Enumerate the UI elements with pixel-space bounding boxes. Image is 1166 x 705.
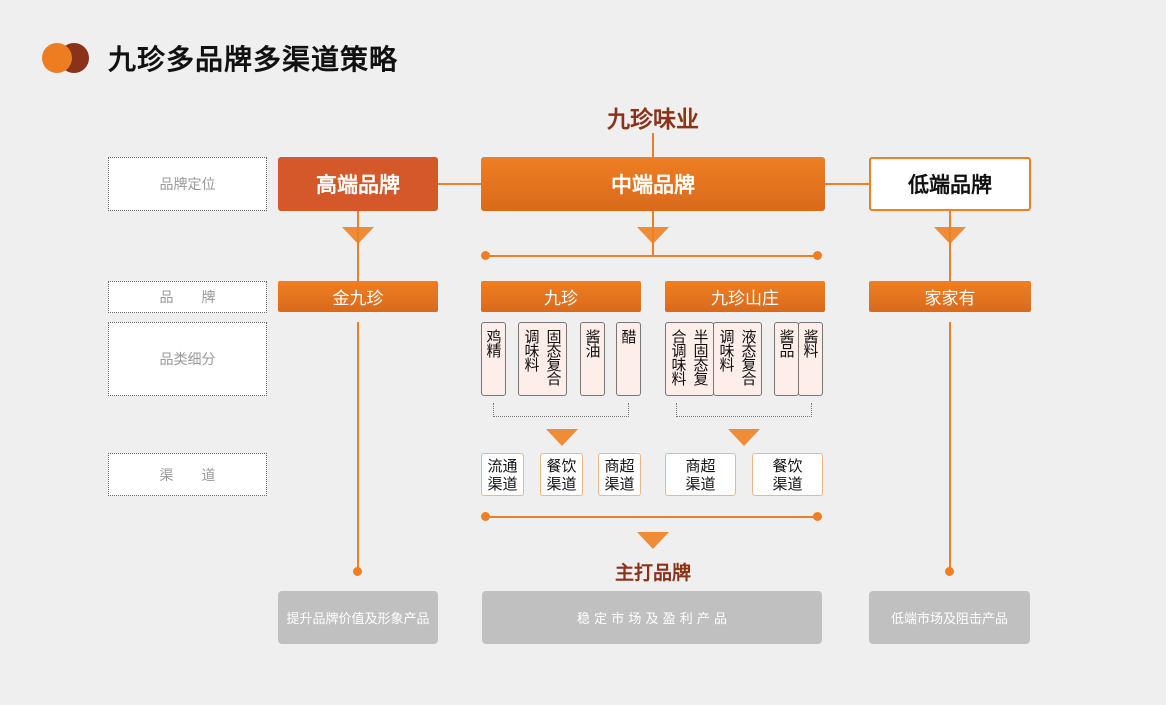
brand-jinjiuzhen: 金九珍 bbox=[278, 281, 438, 312]
connector-dot bbox=[813, 512, 822, 521]
down-arrow-icon bbox=[546, 429, 578, 446]
category-text: 酱品 bbox=[777, 329, 796, 357]
category-text: 合调味料 bbox=[669, 329, 688, 385]
connector-line bbox=[949, 211, 951, 281]
row-label-channel: 渠 道 bbox=[108, 453, 267, 496]
page-title: 九珍多品牌多渠道策略 bbox=[108, 43, 399, 76]
logo-circle-orange-icon bbox=[42, 43, 72, 73]
row-label-category: 品类细分 bbox=[108, 322, 267, 396]
goal-mid: 稳 定 市 场 及 盈 利 产 品 bbox=[482, 591, 822, 644]
down-arrow-icon bbox=[728, 429, 760, 446]
connector-line bbox=[438, 183, 481, 185]
connector-line bbox=[486, 255, 818, 257]
channel-item: 餐饮渠道 bbox=[752, 453, 823, 496]
down-arrow-icon bbox=[637, 532, 669, 549]
category-item: 醋 bbox=[616, 322, 641, 396]
connector-line bbox=[357, 322, 359, 572]
connector-dot bbox=[813, 251, 822, 260]
down-arrow-icon bbox=[934, 227, 966, 244]
channel-item: 商超渠道 bbox=[665, 453, 736, 496]
row-label-brand: 品 牌 bbox=[108, 281, 267, 313]
category-text: 半固态复 bbox=[691, 329, 710, 385]
category-item: 酱品 bbox=[774, 322, 799, 396]
category-text: 鸡精 bbox=[484, 329, 503, 357]
channel-item: 流通渠道 bbox=[481, 453, 524, 496]
category-text: 调味料 bbox=[522, 329, 541, 371]
goal-high: 提升品牌价值及形象产品 bbox=[278, 591, 438, 644]
category-text: 液态复合 bbox=[739, 329, 758, 385]
tier-low-box: 低端品牌 bbox=[869, 157, 1031, 211]
tier-high-box: 高端品牌 bbox=[278, 157, 438, 211]
group-bracket bbox=[676, 403, 812, 417]
group-bracket bbox=[493, 403, 629, 417]
channel-item: 餐饮渠道 bbox=[540, 453, 583, 496]
row-label-positioning: 品牌定位 bbox=[108, 157, 267, 211]
category-item: 鸡精 bbox=[481, 322, 506, 396]
connector-dot bbox=[353, 567, 362, 576]
connector-dot bbox=[945, 567, 954, 576]
connector-line bbox=[652, 133, 654, 158]
brand-jiuzhen: 九珍 bbox=[481, 281, 641, 312]
connector-dot bbox=[481, 512, 490, 521]
connector-dot bbox=[481, 251, 490, 260]
connector-line bbox=[486, 516, 818, 518]
down-arrow-icon bbox=[637, 227, 669, 244]
down-arrow-icon bbox=[342, 227, 374, 244]
category-text: 酱料 bbox=[801, 329, 820, 357]
category-item: 合调味料 半固态复 bbox=[665, 322, 714, 396]
brand-jiuzhen-shanzhuang: 九珍山庄 bbox=[665, 281, 825, 312]
main-brand-label: 主打品牌 bbox=[614, 562, 691, 584]
connector-line bbox=[825, 183, 869, 185]
root-company: 九珍味业 bbox=[607, 107, 699, 133]
connector-line bbox=[949, 322, 951, 572]
channel-item: 商超渠道 bbox=[598, 453, 641, 496]
category-item: 调味料 液态复合 bbox=[713, 322, 762, 396]
tier-mid-box: 中端品牌 bbox=[481, 157, 825, 211]
category-text: 调味料 bbox=[717, 329, 736, 371]
category-text: 醋 bbox=[619, 329, 638, 343]
category-item: 酱油 bbox=[580, 322, 605, 396]
category-text: 酱油 bbox=[583, 329, 602, 357]
category-item: 酱料 bbox=[798, 322, 823, 396]
connector-line bbox=[357, 211, 359, 281]
brand-jiajiayou: 家家有 bbox=[869, 281, 1031, 312]
category-item: 调味料 固态复合 bbox=[518, 322, 567, 396]
goal-low: 低端市场及阻击产品 bbox=[869, 591, 1030, 644]
category-text: 固态复合 bbox=[544, 329, 563, 385]
